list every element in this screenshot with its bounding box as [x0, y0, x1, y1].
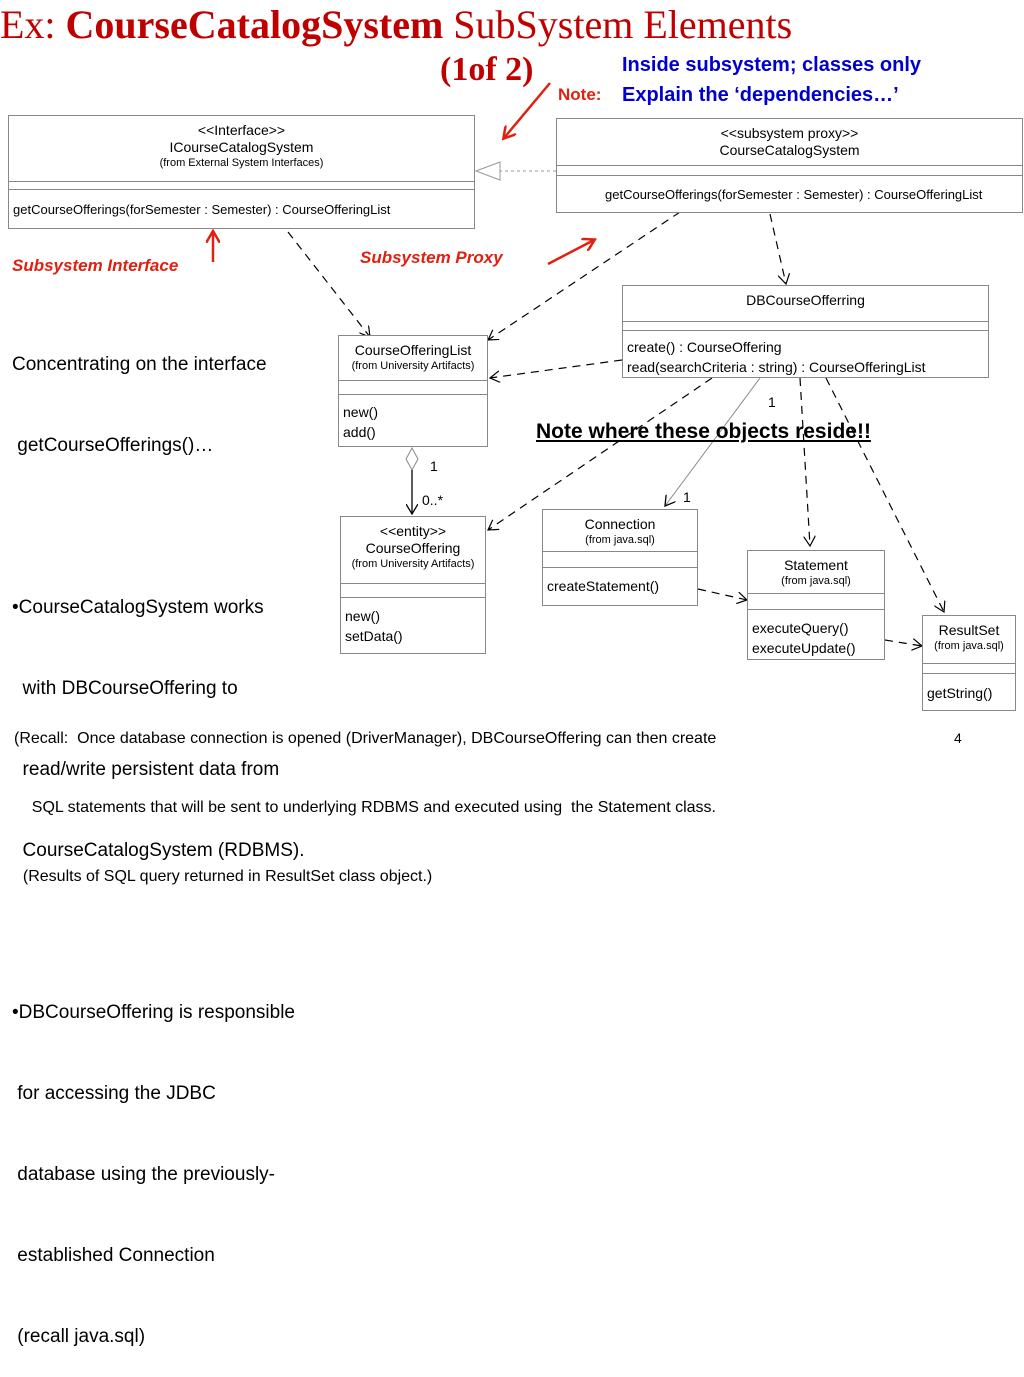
proxy-name: CourseCatalogSystem	[719, 142, 860, 158]
icatalog-from: (from External System Interfaces)	[159, 157, 324, 169]
recall-text: (Recall: Once database connection is ope…	[14, 681, 716, 911]
statement-class-box: Statement (from java.sql) executeQuery()…	[747, 550, 885, 660]
body-line	[12, 513, 304, 540]
connection-class-box: Connection (from java.sql) createStateme…	[542, 509, 698, 606]
mult-dbco-conn: 1	[768, 394, 776, 410]
stmt-separator-1	[748, 593, 884, 594]
dep-dbco-co	[488, 377, 713, 530]
co-op-new: new()	[345, 608, 381, 624]
aggregation-diamond	[405, 446, 419, 472]
stmt-name: Statement	[784, 557, 848, 573]
body-line: Concentrating on the interface	[12, 354, 267, 375]
co-stereotype: <<entity>>	[379, 523, 447, 539]
colist-op-add: add()	[343, 424, 376, 440]
icatalog-name: ICourseCatalogSystem	[169, 139, 314, 155]
subsystem-interface-label: Subsystem Interface	[12, 256, 179, 275]
mult-conn-end: 1	[683, 489, 691, 505]
colist-separator-2	[339, 394, 487, 395]
icatalog-op: getCourseOfferings(forSemester : Semeste…	[13, 202, 391, 217]
note-line-1: Inside subsystem; classes only	[622, 54, 922, 76]
subsystem-proxy-label: Subsystem Proxy	[360, 248, 503, 267]
body-line: getCourseOfferings()…	[12, 435, 214, 456]
colist-name: CourseOfferingList	[354, 342, 472, 358]
stmt-op-query: executeQuery()	[752, 620, 849, 636]
mult-agg-top: 1	[430, 458, 438, 474]
connectors	[0, 82, 1024, 768]
dep-dbco-colist	[490, 359, 623, 378]
dep-proxy-colist	[488, 211, 681, 340]
body-line: •CourseCatalogSystem works	[12, 597, 264, 618]
proxy-red-arrow	[547, 240, 594, 266]
realization-arrowhead	[474, 161, 501, 181]
dbco-ops: create() : CourseOffering read(searchCri…	[627, 337, 926, 377]
colist-op-new: new()	[343, 404, 379, 420]
colist-from: (from University Artifacts)	[351, 360, 475, 372]
recall-line: (Recall: Once database connection is ope…	[14, 730, 717, 747]
dbco-name: DBCourseOfferring	[746, 292, 865, 308]
proxy-separator-1	[557, 165, 1022, 166]
conn-op: createStatement()	[547, 578, 660, 594]
rs-from: (from java.sql)	[934, 640, 1004, 652]
conn-separator-1	[543, 551, 697, 552]
resultset-class-box: ResultSet (from java.sql) getString()	[922, 615, 1016, 711]
icatalog-stereotype: <<Interface>>	[197, 122, 286, 138]
co-separator-2	[341, 597, 485, 598]
dbco-op-read: read(searchCriteria : string) : CourseOf…	[627, 359, 926, 375]
body-line: (recall java.sql)	[12, 1326, 146, 1347]
colist-class-box: CourseOfferingList (from University Arti…	[338, 335, 488, 447]
icatalog-separator-2	[9, 189, 474, 190]
co-op-setdata: setData()	[345, 628, 403, 644]
conn-from: (from java.sql)	[585, 534, 655, 546]
body-line: with DBCourseOffering to	[12, 678, 238, 699]
icatalog-separator-1	[9, 181, 474, 182]
conn-name: Connection	[584, 516, 656, 532]
note-red-arrow	[504, 82, 551, 138]
body-line: •DBCourseOffering is responsible	[12, 1002, 295, 1023]
recall-line: SQL statements that will be sent to unde…	[14, 799, 716, 816]
stmt-ops: executeQuery() executeUpdate()	[752, 618, 856, 658]
assoc-dbco-conn	[665, 377, 761, 506]
proxy-separator-2	[557, 175, 1022, 176]
page-number: 4	[954, 730, 962, 746]
dep-stmt-rs	[884, 640, 922, 646]
colist-ops: new() add()	[343, 402, 378, 442]
dep-dbco-rs	[825, 377, 944, 612]
body-line	[12, 918, 304, 945]
slide-subtitle: (1of 2)	[440, 51, 534, 88]
rs-op: getString()	[927, 685, 993, 701]
stmt-separator-2	[748, 609, 884, 610]
dbco-separator-1	[623, 321, 988, 322]
co-separator-1	[341, 583, 485, 584]
note-line-2: Explain the ‘dependencies…’	[622, 84, 899, 106]
proxy-stereotype: <<subsystem proxy>>	[720, 125, 859, 141]
courseoffering-class-box: <<entity>> CourseOffering (from Universi…	[340, 516, 486, 654]
mult-agg-bottom: 0..*	[422, 492, 444, 508]
stmt-op-update: executeUpdate()	[752, 640, 856, 656]
proxy-op: getCourseOfferings(forSemester : Semeste…	[605, 187, 983, 202]
colist-separator-1	[339, 380, 487, 381]
rs-separator-2	[923, 673, 1015, 674]
body-line: for accessing the JDBC	[12, 1083, 216, 1104]
proxy-class-box: <<subsystem proxy>> CourseCatalogSystem …	[556, 118, 1023, 213]
icatalog-class-box: <<Interface>> ICourseCatalogSystem (from…	[8, 115, 475, 229]
dbco-separator-2	[623, 330, 988, 331]
dep-conn-stmt	[697, 588, 747, 600]
recall-line: (Results of SQL query returned in Result…	[14, 868, 433, 885]
dbco-class-box: DBCourseOfferring create() : CourseOffer…	[622, 285, 989, 378]
note-reside: Note where these objects reside!!	[536, 420, 871, 443]
rs-name: ResultSet	[938, 622, 1000, 638]
stmt-from: (from java.sql)	[781, 575, 851, 587]
dbco-op-create: create() : CourseOffering	[627, 339, 782, 355]
slide-title: Ex: CourseCatalogSystem SubSystem Elemen…	[0, 2, 793, 47]
co-name: CourseOffering	[365, 540, 461, 556]
dep-proxy-dbco	[769, 213, 786, 284]
body-line: established Connection	[12, 1245, 215, 1266]
co-from: (from University Artifacts)	[351, 558, 475, 570]
body-line: database using the previously-	[12, 1164, 275, 1185]
co-ops: new() setData()	[345, 606, 403, 646]
note-label: Note:	[558, 85, 602, 104]
rs-separator-1	[923, 663, 1015, 664]
conn-separator-2	[543, 567, 697, 568]
dep-dbco-stmt	[799, 377, 810, 546]
